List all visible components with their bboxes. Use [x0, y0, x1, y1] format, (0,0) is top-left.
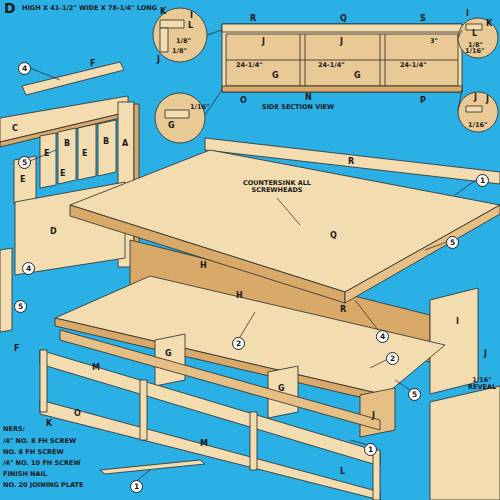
- part-letter: E: [20, 176, 25, 185]
- part-letter: O: [74, 410, 81, 419]
- part-letter: E: [82, 150, 87, 159]
- fastener-note: FINISH NAIL: [3, 471, 47, 478]
- title-fragment: D: [4, 1, 16, 16]
- callout-number: 1: [476, 174, 489, 187]
- callout-number: 4: [22, 262, 35, 275]
- dimension-label: 1/16": [468, 122, 487, 129]
- part-letter: R: [348, 158, 354, 167]
- part-letter: K: [486, 20, 492, 29]
- dimension-label: 1/8": [172, 48, 187, 55]
- part-letter: G: [278, 385, 285, 394]
- part-letter: Q: [340, 15, 347, 24]
- dimension-label: 1/16": [465, 48, 484, 55]
- part-letter: L: [340, 468, 345, 477]
- fastener-note: /4" NO. 10 FH SCREW: [3, 460, 81, 467]
- part-letter: D: [50, 228, 57, 237]
- part-letter: B: [64, 140, 70, 149]
- dimension-label: 3": [430, 38, 438, 45]
- fastener-note: NO. 20 JOINING PLATE: [3, 482, 83, 489]
- callout-number: 2: [232, 337, 245, 350]
- part-letter: L: [188, 22, 193, 31]
- callout-number: 4: [18, 62, 31, 75]
- callout-number: 5: [18, 156, 31, 169]
- callout-number: 1: [130, 480, 143, 493]
- part-letter: M: [200, 440, 208, 449]
- part-letter: R: [250, 15, 256, 24]
- callout-number: 5: [14, 300, 27, 313]
- callout-number: 1: [364, 443, 377, 456]
- dimension-label: 24-1/4": [236, 62, 263, 69]
- part-letter: Q: [330, 232, 337, 241]
- dimension-label: 24-1/4": [400, 62, 427, 69]
- dimension-label: 1/8": [176, 38, 191, 45]
- callout-number: 5: [408, 388, 421, 401]
- part-letter: A: [122, 140, 128, 149]
- dimension-label: HIGH X 41-1/2" WIDE X 78-1/4" LONG: [22, 5, 157, 12]
- callout-number: 5: [446, 236, 459, 249]
- part-letter: M: [92, 364, 100, 373]
- part-letter: S: [420, 15, 426, 24]
- part-letter: H: [236, 292, 243, 301]
- part-letter: J: [340, 38, 343, 47]
- part-letter: R: [340, 306, 346, 315]
- part-letter: I: [456, 318, 459, 327]
- note-text: 1/16" REVEAL: [468, 377, 496, 391]
- callout-number: 4: [376, 330, 389, 343]
- part-letter: K: [160, 8, 166, 17]
- part-letter: J: [372, 412, 375, 421]
- dimension-label: 1/16": [190, 104, 209, 111]
- part-letter: G: [272, 72, 279, 81]
- part-letter: J: [474, 94, 477, 103]
- part-letter: E: [60, 170, 65, 179]
- part-letter: K: [46, 420, 52, 429]
- part-letter: N: [305, 94, 312, 103]
- part-letter: B: [103, 138, 109, 147]
- dimension-label: 24-1/4": [318, 62, 345, 69]
- part-letter: I: [466, 10, 469, 19]
- part-letter: J: [484, 350, 487, 359]
- part-letter: J: [486, 96, 489, 105]
- part-letter: C: [12, 125, 18, 134]
- fastener-note: /4" NO. 8 FH SCREW: [3, 438, 76, 445]
- fastener-note: NERS:: [3, 426, 25, 433]
- part-letter: O: [240, 97, 247, 106]
- callout-number: 2: [386, 352, 399, 365]
- part-letter: P: [420, 97, 426, 106]
- part-letter: F: [90, 60, 95, 69]
- part-letter: G: [168, 122, 175, 131]
- note-text: COUNTERSINK ALL SCREWHEADS: [222, 180, 332, 194]
- part-letter: F: [14, 345, 19, 354]
- part-letter: H: [200, 262, 207, 271]
- part-letter: G: [165, 350, 172, 359]
- part-letter: E: [44, 150, 49, 159]
- part-letter: J: [262, 38, 265, 47]
- fastener-note: NO. 8 FH SCREW: [3, 449, 64, 456]
- part-letter: J: [157, 56, 160, 65]
- part-letter: I: [190, 12, 193, 21]
- part-letter: L: [472, 30, 477, 39]
- dimension-label: SIDE SECTION VIEW: [262, 104, 334, 111]
- part-letter: G: [354, 72, 361, 81]
